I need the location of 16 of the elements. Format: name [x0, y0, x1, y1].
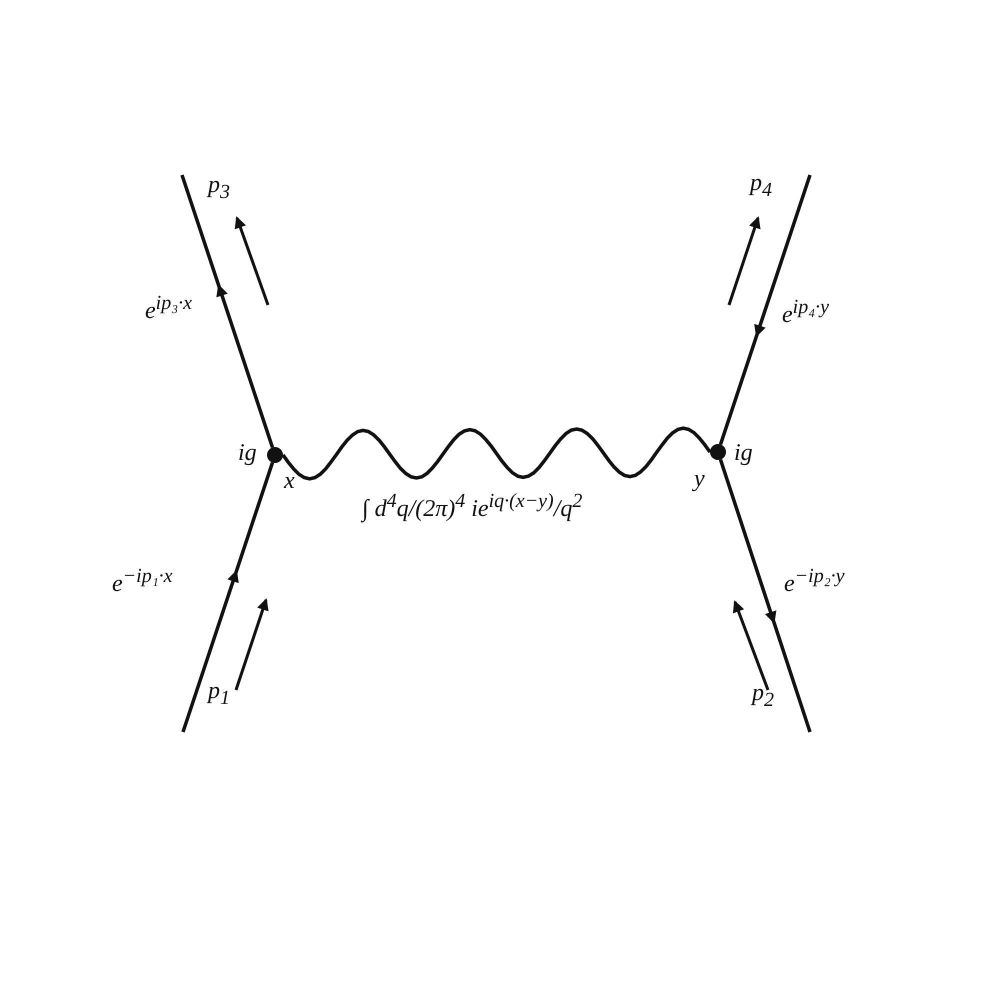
momentum-label: p$_{2}$	[752, 680, 774, 711]
wavy-line	[282, 426, 712, 481]
vertex-label: x	[284, 468, 295, 494]
vertex-dot	[267, 447, 283, 463]
arrow	[718, 459, 812, 733]
arrow	[180, 174, 274, 448]
vertex-label: ig	[734, 440, 753, 466]
arrow	[718, 174, 812, 445]
vertex-dot	[710, 444, 726, 460]
edge-label: ∫ d$^{4}$q/(2π)$^{4}$ ie$^{iq·(x−y)}$/q$^{2}$	[360, 490, 584, 522]
arrow	[181, 462, 274, 733]
vertex-label: ig	[238, 440, 257, 466]
momentum-label: p$_{4}$	[750, 170, 772, 201]
vertex-label: y	[694, 466, 705, 492]
momentum-label: p$_{3}$	[208, 172, 230, 203]
momentum-label: p$_{1}$	[208, 678, 230, 709]
